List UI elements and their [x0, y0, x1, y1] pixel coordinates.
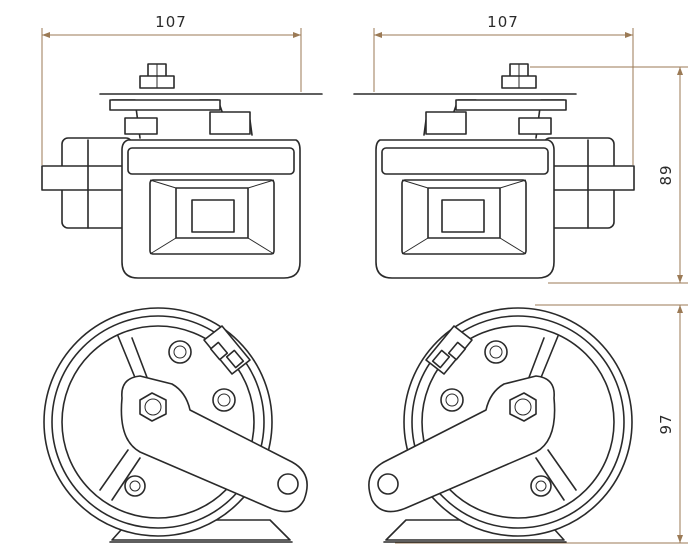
width-label-left: 107 — [155, 13, 187, 31]
dimension-bottom-height: 97 — [395, 304, 688, 544]
width-label-right: 107 — [487, 13, 519, 31]
front-view-right — [368, 307, 633, 543]
height-label-front: 97 — [657, 413, 675, 434]
dimension-top-right: 107 — [373, 13, 634, 165]
side-view-right — [353, 63, 635, 279]
side-view-left — [41, 63, 323, 279]
dimension-side-height: 89 — [530, 66, 688, 284]
height-label-side: 89 — [657, 164, 675, 185]
front-view-left — [43, 307, 308, 543]
dimension-top-left: 107 — [41, 13, 302, 165]
